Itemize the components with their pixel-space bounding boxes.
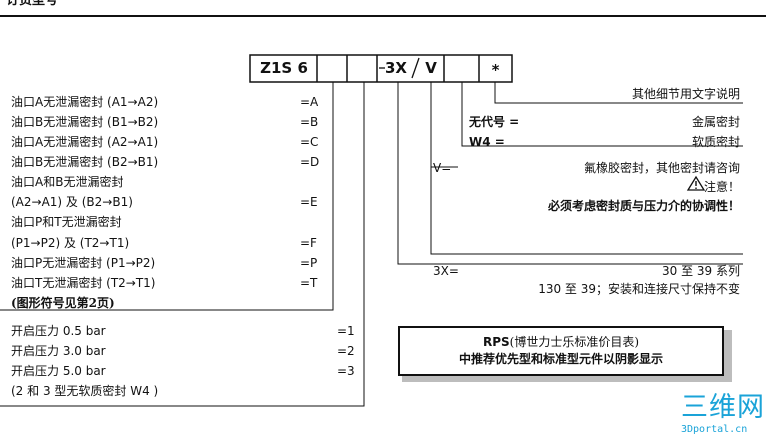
rps-line1-rest: (博世力士乐标准价目表): [509, 335, 640, 349]
compat-text: 必须考虑密封质与压力介的协调性！: [547, 199, 740, 213]
no-code-label: 无代号 =: [469, 115, 520, 129]
pressure-note: (2 和 3 型无软质密封 W4 ): [11, 384, 159, 398]
option-label-p: 油口P无泄漏密封 (P1→P2): [11, 256, 156, 270]
v-label: V=: [433, 161, 452, 175]
x3-label: 3X=: [433, 264, 459, 278]
option-label-t: 油口T无泄漏密封 (T2→T1): [11, 276, 156, 290]
option-code-a: =A: [300, 95, 319, 109]
code-cell-type: Z1S 6: [260, 59, 308, 77]
rps-line1: RPS(博世力士乐标准价目表): [400, 335, 722, 350]
option-code-e: =E: [300, 195, 318, 209]
symbol-note: (图形符号见第2页): [11, 296, 115, 310]
warning-icon: [686, 175, 706, 191]
section-title: 订货型号: [6, 0, 59, 8]
option-code-p: =P: [300, 256, 318, 270]
pressure-code-1: =1: [337, 324, 355, 338]
pressure-code-2: =2: [337, 344, 355, 358]
option-label-d: 油口B无泄漏密封 (B2→B1): [11, 155, 159, 169]
series-note: 130 至 39；安装和连接尺寸保持不变: [538, 282, 740, 296]
option-code-t: =T: [300, 276, 318, 290]
pressure-label-2: 开启压力 3.0 bar: [11, 344, 106, 358]
code-cell-extra: *: [491, 61, 500, 79]
option-code-b: =B: [300, 115, 319, 129]
pressure-label-1: 开启压力 0.5 bar: [11, 324, 106, 338]
option-label-e1: 油口A和B无泄漏密封: [11, 175, 124, 189]
fkm-text: 氟橡胶密封，其他密封请咨询: [583, 161, 740, 175]
option-label-a: 油口A无泄漏密封 (A1→A2): [11, 95, 159, 109]
code-cell-series: 3X: [385, 59, 408, 77]
watermark-logo: 三维网: [681, 392, 765, 423]
option-code-d: =D: [300, 155, 320, 169]
option-label-f1: 油口P和T无泄漏密封: [11, 215, 122, 229]
pressure-code-3: =3: [337, 364, 355, 378]
order-code-box: [249, 54, 513, 83]
metal-seal-text: 金属密封: [691, 115, 740, 129]
watermark-url: 3Dportal.cn: [681, 424, 748, 435]
soft-seal-text: 软质密封: [691, 135, 740, 149]
rps-brand: RPS: [482, 335, 510, 349]
code-cell-seal: V: [425, 59, 437, 77]
w4-label: W4 =: [469, 135, 505, 149]
pressure-label-3: 开启压力 5.0 bar: [11, 364, 106, 378]
rps-note-box: RPS(博世力士乐标准价目表) 中推荐优先型和标准型元件以阴影显示: [398, 326, 724, 376]
option-code-c: =C: [300, 135, 319, 149]
rps-line2: 中推荐优先型和标准型元件以阴影显示: [458, 352, 663, 366]
option-label-f2: (P1→P2) 及 (T2→T1): [11, 236, 130, 250]
attention-text: 注意！: [703, 180, 740, 194]
other-details-text: 其他细节用文字说明: [631, 87, 740, 101]
option-label-b: 油口B无泄漏密封 (B1→B2): [11, 115, 159, 129]
option-label-e2: (A2→A1) 及 (B2→B1): [11, 195, 133, 209]
series-text: 30 至 39 系列: [662, 264, 740, 278]
option-code-f: =F: [300, 236, 317, 250]
option-label-c: 油口A无泄漏密封 (A2→A1): [11, 135, 159, 149]
